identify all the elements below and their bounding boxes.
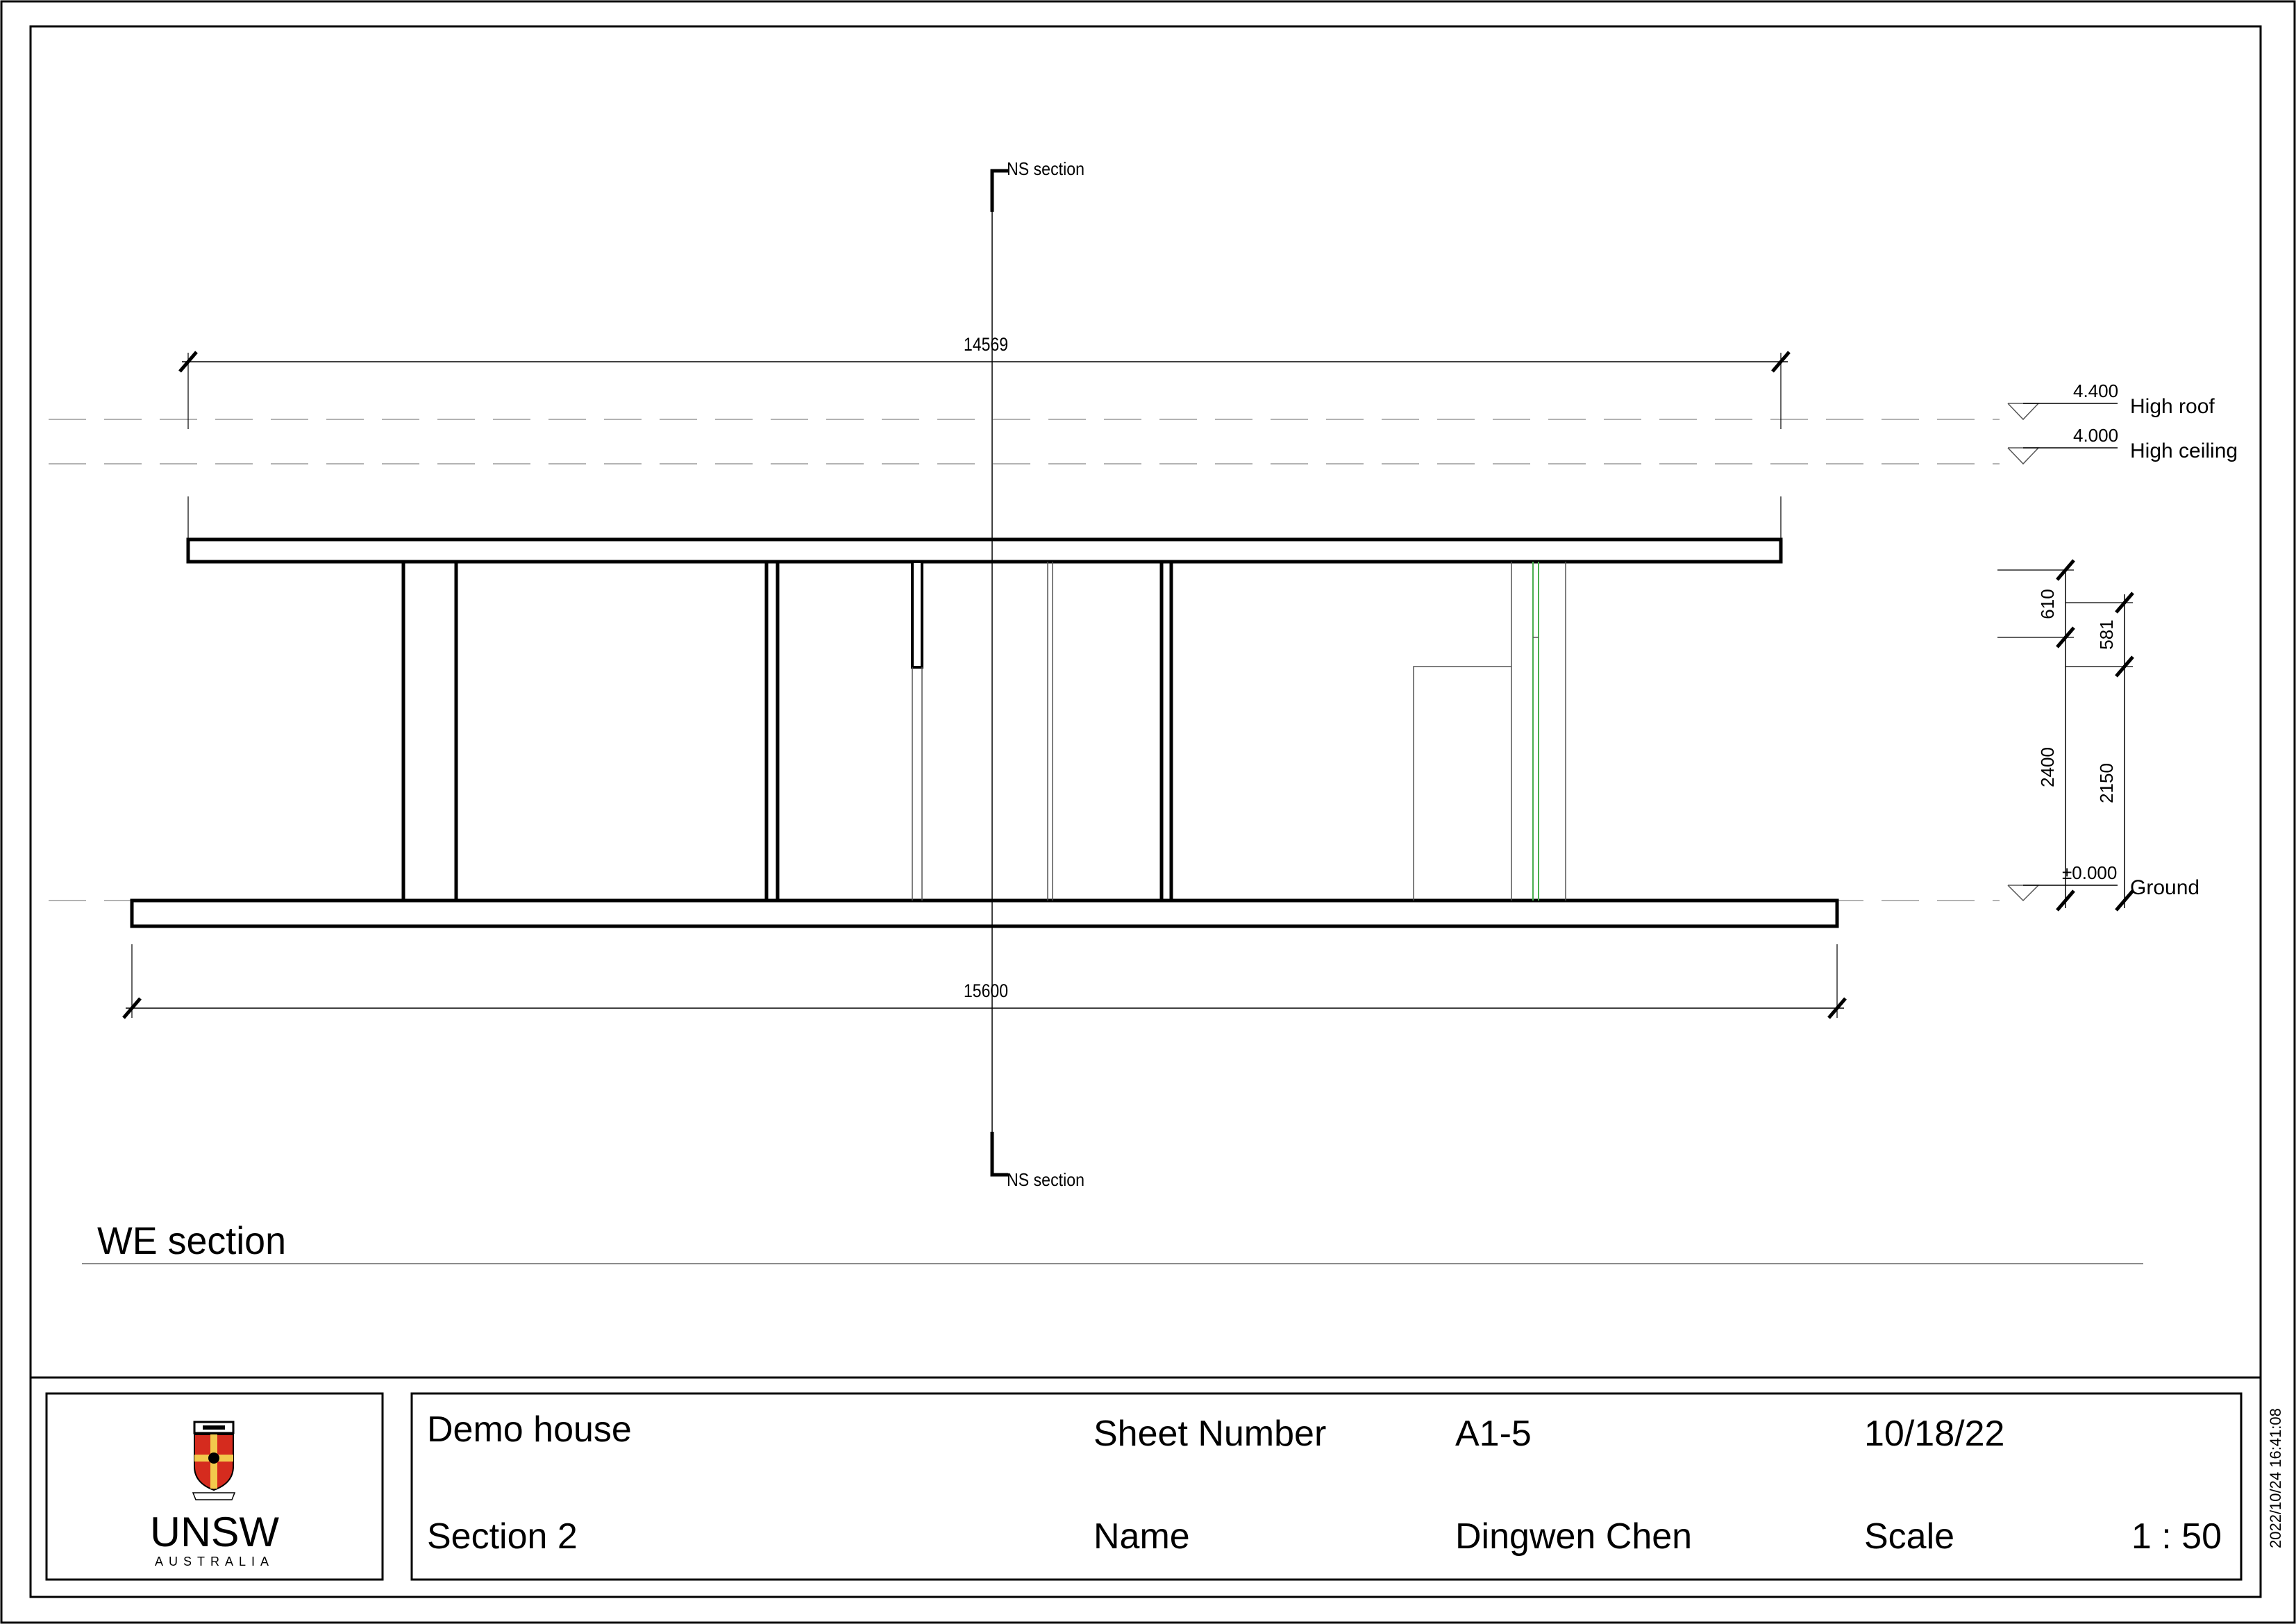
- dimension-2400-text: 2400: [2037, 747, 2058, 787]
- level-marker-high-ceiling: 4.000 High ceiling: [2007, 425, 2238, 465]
- logo-subtext: AUSTRALIA: [155, 1555, 274, 1568]
- dimension-vertical-inner: 581 2150: [2065, 592, 2134, 912]
- sheet-name: Section 2: [427, 1516, 578, 1557]
- sheet-inner-border: [29, 25, 2262, 1598]
- column-wall-1: [401, 560, 458, 903]
- floor-slab: [130, 898, 1839, 928]
- info-box: [410, 1392, 2243, 1581]
- dimension-top: 14569: [178, 334, 1791, 539]
- ns-section-label-bottom: NS section: [1007, 1169, 1084, 1190]
- level-value-high-roof: 4.400: [2073, 380, 2118, 401]
- view-title: WE section: [97, 1219, 286, 1262]
- dimension-bottom-text: 15600: [964, 980, 1008, 1001]
- section-drawing: NS section NS section 14569 15600: [49, 158, 2238, 1264]
- level-name-high-roof: High roof: [2130, 395, 2215, 418]
- dimension-581-text: 581: [2096, 619, 2117, 649]
- date-value: 10/18/22: [1864, 1414, 2004, 1454]
- logo-box: [45, 1392, 384, 1581]
- roof-slab: [186, 537, 1783, 564]
- sheet-number-value: A1-5: [1455, 1414, 1532, 1454]
- dimension-610-text: 610: [2037, 589, 2058, 619]
- level-marker-high-roof: 4.400 High roof: [2007, 380, 2215, 421]
- logo-text: UNSW: [150, 1509, 279, 1555]
- column-wall-2: [764, 560, 780, 903]
- dimension-2150-text: 2150: [2096, 763, 2117, 803]
- column-wall-3: [1159, 560, 1173, 903]
- ns-section-label-top: NS section: [1007, 158, 1084, 179]
- dimension-vertical-outer: 610 2400: [1997, 559, 2075, 912]
- scale-label: Scale: [1864, 1516, 1954, 1557]
- ns-section-marker-bottom: [990, 1132, 1008, 1177]
- level-value-ground: ±0.000: [2062, 862, 2117, 883]
- author-value: Dingwen Chen: [1455, 1516, 1692, 1557]
- print-stamp: 2022/10/24 16:41:08: [2267, 1408, 2284, 1548]
- level-marker-ground: ±0.000 Ground: [2007, 862, 2199, 902]
- partition-upper-panel: [911, 560, 923, 669]
- level-value-high-ceiling: 4.000: [2073, 425, 2118, 446]
- dimension-top-text: 14569: [964, 334, 1008, 355]
- level-name-ground: Ground: [2130, 876, 2199, 899]
- name-label: Name: [1093, 1516, 1190, 1557]
- door-opening: [1413, 666, 1511, 901]
- dimension-bottom: 15600: [122, 944, 1847, 1019]
- unsw-crest-icon: [192, 1421, 236, 1500]
- sheet-number-label: Sheet Number: [1093, 1414, 1326, 1454]
- level-name-high-ceiling: High ceiling: [2130, 440, 2238, 462]
- project-name: Demo house: [427, 1409, 632, 1450]
- scale-value: 1 : 50: [2131, 1516, 2222, 1557]
- title-block: UNSW AUSTRALIA Demo house Sheet Number A…: [31, 1376, 2261, 1581]
- ns-section-marker-top: [990, 169, 1008, 212]
